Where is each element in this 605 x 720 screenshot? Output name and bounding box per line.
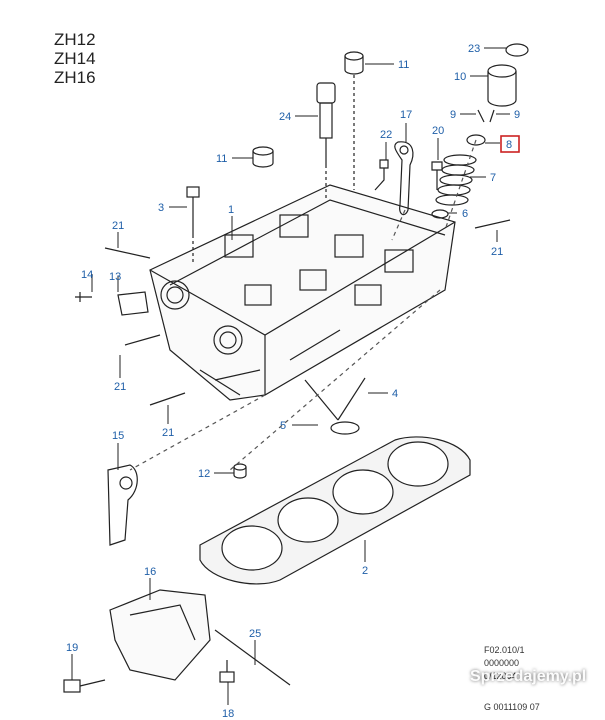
callout-7: 7 [490,172,496,184]
callout-13: 13 [109,271,121,283]
callout-6: 6 [462,208,468,220]
valve-seal [431,209,449,219]
callout-5: 5 [280,420,286,432]
model-label: ZH16 [54,68,96,87]
o-ring [505,43,529,57]
head-bolt [186,186,200,265]
callout-22: 22 [380,129,392,141]
valve [304,377,366,435]
cylinder-head [149,184,456,401]
callout-16: 16 [144,566,156,578]
model-label: ZH12 [54,30,96,49]
callout-15: 15 [112,430,124,442]
long-bolt [214,629,291,686]
callout-4: 4 [392,388,398,400]
callout-14: 14 [81,269,93,281]
mounting-bracket [109,589,211,681]
stud [149,392,186,406]
adjuster [374,159,389,191]
rocker-arm [394,141,414,216]
watermark: Sprzedajemy.pl [470,668,587,685]
head-gasket [199,436,471,585]
callout-1: 1 [228,204,234,216]
callout-21: 21 [491,246,503,258]
callout-23: 23 [468,43,480,55]
callout-9: 9 [514,109,520,121]
stud [474,219,511,229]
valve-collets [477,109,495,123]
reference-code: 0/12004 [484,671,517,681]
seal-top [344,51,364,190]
callout-3: 3 [158,202,164,214]
lifting-eye [107,464,138,546]
callout-11: 11 [216,153,227,165]
callout-25: 25 [249,628,261,640]
callout-21: 21 [112,220,124,232]
callout-12: 12 [198,468,210,480]
tappet [487,64,517,107]
callout-9: 9 [450,109,456,121]
reference-code: G 0011109 07 [484,702,540,712]
callout-18: 18 [222,708,234,720]
callout-10: 10 [454,71,466,83]
temperature-sender [117,291,149,316]
small-bolt [75,292,92,302]
highlight-box [500,135,520,153]
callout-21: 21 [114,381,126,393]
flange-bolt [219,660,235,683]
flange-bolt [63,679,106,693]
model-label: ZH14 [54,49,96,68]
callout-19: 19 [66,642,78,654]
reference-code: F02.010/1 [484,645,525,655]
callout-24: 24 [279,111,291,123]
stud-bolt [431,161,443,190]
callout-11: 11 [398,59,409,71]
stud [124,334,161,346]
callout-8: 8 [506,139,512,151]
callout-20: 20 [432,125,444,137]
plug [233,463,247,479]
callout-2: 2 [362,565,368,577]
callouts: 23 10 11 9 9 8 24 17 22 20 11 7 3 1 6 21… [66,43,520,720]
callout-17: 17 [400,109,412,121]
seal-left [252,146,274,168]
spring-retainer [466,134,486,146]
reference-code: 0000000 [484,658,520,668]
stud [104,247,151,259]
callout-21: 21 [162,427,174,439]
leader-lines [71,47,510,705]
sensor [316,82,336,200]
